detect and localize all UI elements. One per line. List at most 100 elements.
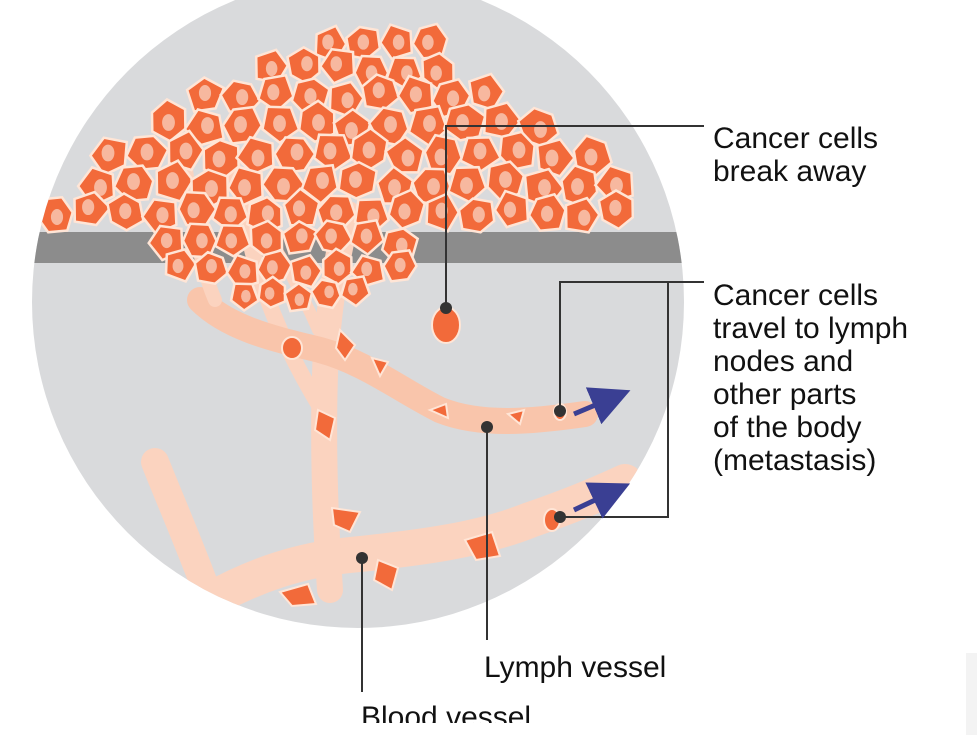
cell-nucleus <box>499 171 512 188</box>
label-line: Cancer cells <box>713 122 879 155</box>
leader-dots <box>356 302 566 564</box>
cell-nucleus <box>160 232 173 249</box>
cell-nucleus <box>296 228 308 244</box>
cancer-cell-blood-2 <box>334 328 357 362</box>
cell-nucleus <box>401 149 415 167</box>
cell-nucleus <box>472 206 485 223</box>
arrow-upper <box>573 387 631 425</box>
tumor-mass <box>36 22 635 313</box>
cell-nucleus <box>261 205 274 222</box>
cell-nucleus <box>156 207 169 224</box>
cancer-cell-blood-6 <box>278 582 318 608</box>
blood-vessel-dot <box>356 552 368 564</box>
break-away-dot <box>440 302 452 314</box>
cell-nucleus <box>384 116 397 133</box>
body-dot <box>554 511 566 523</box>
travel-leader <box>559 281 704 411</box>
cell-nucleus <box>357 34 370 50</box>
corner-shadow <box>966 653 977 735</box>
cell-nucleus <box>172 258 184 274</box>
cancer-cell-blood-5 <box>372 558 400 592</box>
cell-nucleus <box>330 204 343 221</box>
cell-nucleus <box>394 257 406 273</box>
cell-nucleus <box>446 90 460 107</box>
label-line: (metastasis) <box>713 444 877 477</box>
basement-membrane <box>32 232 684 263</box>
break-away-leader <box>445 125 704 308</box>
arrow-lower <box>572 482 631 519</box>
cell-nucleus <box>341 92 354 109</box>
label-cancer-cells-travel: Cancer cells travel to lymph nodes and o… <box>713 279 908 477</box>
cell-nucleus <box>290 143 304 161</box>
label-line: of the body <box>713 411 862 444</box>
cell-nucleus <box>267 84 280 101</box>
cancer-cell-blood-7 <box>463 530 502 562</box>
cell-nucleus <box>179 142 193 160</box>
cell-nucleus <box>316 172 329 189</box>
cell-nucleus <box>473 142 487 160</box>
label-cancer-cells-break-away: Cancer cells break away <box>713 122 878 188</box>
cell-nucleus <box>294 293 305 306</box>
cell-nucleus <box>162 114 175 131</box>
cancer-cell-lymph-1 <box>370 356 390 379</box>
cell-nucleus <box>478 85 491 102</box>
travel-arrows <box>572 387 631 519</box>
cell-nucleus <box>545 149 559 167</box>
cell-nucleus <box>348 282 358 296</box>
cell-nucleus <box>292 200 306 217</box>
cancer-cell-blood-4 <box>330 506 362 534</box>
cell-nucleus <box>266 260 278 275</box>
cell-nucleus <box>239 264 251 279</box>
cell-nucleus <box>345 122 358 139</box>
cell-nucleus <box>312 114 325 131</box>
cell-nucleus <box>325 228 337 244</box>
cell-nucleus <box>495 113 508 130</box>
cell-nucleus <box>127 173 140 190</box>
cell-nucleus <box>166 172 179 189</box>
cell-nucleus <box>330 56 343 72</box>
cell-nucleus <box>238 179 251 196</box>
cell-nucleus <box>460 177 473 194</box>
cell-nucleus <box>362 141 376 159</box>
cell-nucleus <box>322 34 334 50</box>
cell-nucleus <box>140 143 154 161</box>
lymph-node-dot <box>554 405 566 417</box>
cell-nucleus <box>94 179 107 196</box>
cell-nucleus <box>435 202 448 219</box>
cell-nucleus <box>427 178 440 195</box>
cell-nucleus <box>196 233 208 249</box>
lymph-vessel-dot <box>481 421 493 433</box>
cell-nucleus <box>236 89 249 106</box>
bottom-crop-strip <box>0 723 977 735</box>
cell-nucleus <box>300 265 312 280</box>
cell-nucleus <box>187 202 200 219</box>
cell-nucleus <box>101 144 115 162</box>
cell-nucleus <box>409 86 422 103</box>
cell-nucleus <box>512 141 526 159</box>
cell-nucleus <box>323 142 337 160</box>
cell-nucleus <box>277 178 290 195</box>
cell-nucleus <box>388 179 401 196</box>
cell-nucleus <box>324 285 334 299</box>
cell-nucleus <box>82 199 95 216</box>
cell-nucleus <box>434 148 448 166</box>
migrating-cells <box>278 306 567 608</box>
cell-nucleus <box>251 149 265 167</box>
label-lymph-vessel: Lymph vessel <box>484 651 667 684</box>
cell-nucleus <box>361 261 373 277</box>
cell-nucleus <box>273 115 286 132</box>
cell-nucleus <box>456 114 469 131</box>
cell-nucleus <box>392 34 405 50</box>
cell-nucleus <box>301 56 313 72</box>
cell-nucleus <box>534 121 547 138</box>
cell-nucleus <box>234 116 247 133</box>
cell-nucleus <box>538 179 551 196</box>
cell-nucleus <box>584 148 598 166</box>
cell-nucleus <box>422 34 434 50</box>
cell-nucleus <box>225 233 238 249</box>
cell-nucleus <box>541 205 554 222</box>
cell-nucleus <box>430 65 442 81</box>
label-line: Cancer cells <box>713 279 879 312</box>
cell-nucleus <box>571 178 584 195</box>
